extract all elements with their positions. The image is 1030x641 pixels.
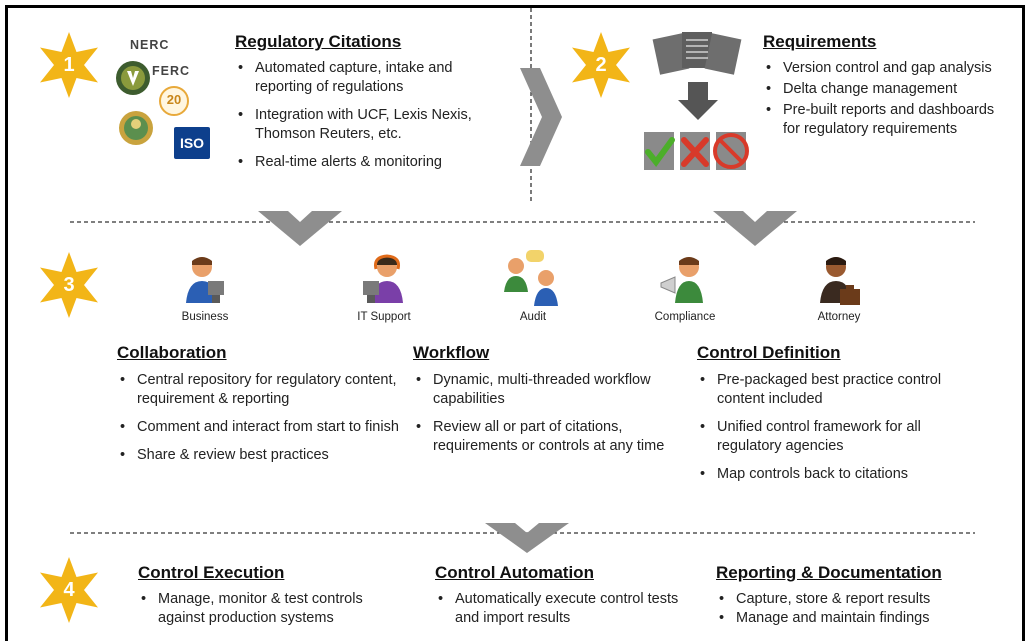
workflow-title: Workflow <box>413 343 490 362</box>
step-4-star: 4 <box>34 555 104 625</box>
collaboration-title: Collaboration <box>117 343 227 362</box>
review-status-icons <box>644 132 749 170</box>
role-label: Compliance <box>654 311 716 323</box>
collaboration-item: Share & review best practices <box>117 446 407 465</box>
ferc-logo: FERC <box>152 64 191 78</box>
collaboration-item: Central repository for regulatory conten… <box>117 371 407 409</box>
role-label: Attorney <box>817 311 861 323</box>
requirements-item: Pre-built reports and dashboards for reg… <box>763 101 1013 139</box>
collaboration-section: Collaboration Central repository for reg… <box>117 343 407 465</box>
documents-stack-icon <box>652 32 742 120</box>
role-business: Business <box>160 253 250 323</box>
regulatory-citations-title: Regulatory Citations <box>235 32 402 51</box>
collaboration-item: Comment and interact from start to finis… <box>117 418 407 437</box>
down-chevron-2 <box>713 211 797 246</box>
role-label: Audit <box>519 311 547 323</box>
workflow-section: Workflow Dynamic, multi-threaded workflo… <box>413 343 678 456</box>
role-attorney: Attorney <box>794 253 884 323</box>
control-execution-list: Manage, monitor & test controls against … <box>138 590 408 628</box>
regulatory-citations-section: Regulatory Citations Automated capture, … <box>235 32 505 172</box>
ferc-seal-icon <box>116 61 150 95</box>
control-definition-item: Unified control framework for all regula… <box>697 418 977 456</box>
step-4-number: 4 <box>63 579 75 601</box>
attorney-person-icon <box>820 257 860 305</box>
compliance-person-icon <box>660 257 703 303</box>
control-definition-item: Pre-packaged best practice control conte… <box>697 371 977 409</box>
control-definition-list: Pre-packaged best practice control conte… <box>697 371 977 484</box>
control-automation-item: Automatically execute control tests and … <box>435 590 700 628</box>
regulatory-citations-item: Automated capture, intake and reporting … <box>235 59 505 97</box>
it-support-person-icon <box>363 254 403 303</box>
control-automation-section: Control Automation Automatically execute… <box>435 563 700 628</box>
step-3-number: 3 <box>63 274 75 296</box>
requirements-title: Requirements <box>763 32 877 51</box>
role-audit: Audit <box>488 248 578 323</box>
requirements-list: Version control and gap analysis Delta c… <box>763 59 1013 139</box>
reporting-documentation-title: Reporting & Documentation <box>716 563 942 582</box>
down-chevron-1 <box>258 211 342 246</box>
workflow-item: Review all or part of citations, require… <box>413 418 678 456</box>
control-execution-item: Manage, monitor & test controls against … <box>138 590 408 628</box>
control-automation-list: Automatically execute control tests and … <box>435 590 700 628</box>
control-automation-title: Control Automation <box>435 563 594 582</box>
requirements-documents <box>644 30 749 180</box>
control-definition-section: Control Definition Pre-packaged best pra… <box>697 343 977 484</box>
reporting-documentation-section: Reporting & Documentation Capture, store… <box>716 563 1006 628</box>
right-chevron <box>520 68 562 166</box>
control-definition-item: Map controls back to citations <box>697 465 977 484</box>
step-2-star: 2 <box>566 30 636 100</box>
step-1-number: 1 <box>63 54 75 76</box>
requirements-section: Requirements Version control and gap ana… <box>763 32 1013 139</box>
reporting-documentation-list: Capture, store & report results Manage a… <box>716 590 1006 628</box>
iso-logo-box: ISO <box>174 127 210 159</box>
requirements-item: Version control and gap analysis <box>763 59 1013 78</box>
role-label: IT Support <box>357 311 411 323</box>
step-1-star: 1 <box>34 30 104 100</box>
regulatory-citations-item: Real-time alerts & monitoring <box>235 153 505 172</box>
business-person-icon <box>186 257 224 303</box>
down-chevron-3 <box>485 523 569 553</box>
reporting-documentation-item: Capture, store & report results <box>716 590 1006 609</box>
control-execution-title: Control Execution <box>138 563 285 582</box>
iso-logo: ISO <box>179 135 205 151</box>
regulatory-citations-item: Integration with UCF, Lexis Nexis, Thoms… <box>235 106 505 144</box>
reporting-documentation-item: Manage and maintain findings <box>716 609 1006 628</box>
anniversary-badge-icon <box>159 86 189 116</box>
control-definition-title: Control Definition <box>697 343 841 362</box>
control-execution-section: Control Execution Manage, monitor & test… <box>138 563 408 628</box>
collaboration-list: Central repository for regulatory conten… <box>117 371 407 465</box>
workflow-item: Dynamic, multi-threaded workflow capabil… <box>413 371 678 409</box>
requirements-item: Delta change management <box>763 80 1013 99</box>
nerc-logo: NERC <box>130 38 170 52</box>
regulatory-citations-list: Automated capture, intake and reporting … <box>235 59 505 172</box>
role-label: Business <box>181 311 229 323</box>
role-compliance: Compliance <box>640 253 730 323</box>
step-2-number: 2 <box>595 54 607 76</box>
regulator-logos: NERC FERC 20 ISO <box>110 30 215 160</box>
role-it-support: IT Support <box>339 253 429 323</box>
audit-people-icon <box>504 250 558 306</box>
step-3-star: 3 <box>34 250 104 320</box>
anniversary-badge: 20 <box>166 92 182 107</box>
workflow-list: Dynamic, multi-threaded workflow capabil… <box>413 371 678 456</box>
state-seal-icon <box>119 111 153 145</box>
